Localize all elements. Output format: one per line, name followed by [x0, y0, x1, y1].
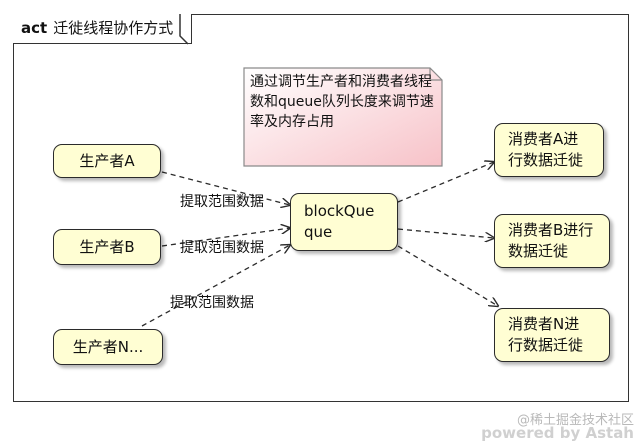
producer-a-node: 生产者A — [53, 144, 161, 178]
watermark-powered-by: powered by Astah — [481, 424, 634, 442]
frame-title-tab: act 迁徙线程协作方式 — [13, 14, 193, 44]
producer-b-label: 生产者B — [79, 237, 135, 256]
edge-label-producer-a: 提取范围数据 — [180, 194, 264, 210]
note-shape — [243, 67, 443, 167]
producer-a-label: 生产者A — [79, 151, 135, 170]
consumer-a-label-line2: 行数据迁徙 — [508, 151, 584, 169]
consumer-a-node: 消费者A进 行数据迁徙 — [494, 123, 604, 177]
frame-keyword: act — [21, 19, 48, 37]
edge-queue-consumer-n — [397, 245, 498, 306]
producer-n-label: 生产者N... — [72, 337, 144, 356]
edge-queue-consumer-a — [397, 162, 494, 203]
consumer-b-label-line1: 消费者B进行 — [508, 221, 594, 239]
queue-node: blockQue que — [290, 193, 398, 251]
frame-title: 迁徙线程协作方式 — [53, 19, 174, 37]
producer-b-node: 生产者B — [53, 229, 161, 265]
edge-producer-b-queue — [161, 228, 290, 247]
watermark-community: @稀土掘金技术社区 — [516, 413, 634, 428]
edge-producer-a-queue — [161, 171, 290, 205]
note-fold — [429, 68, 442, 81]
consumer-n-node: 消费者N进 行数据迁徙 — [494, 308, 610, 362]
edge-queue-consumer-b — [397, 228, 494, 238]
consumer-n-label-line1: 消费者N进 — [508, 315, 580, 333]
consumer-b-label-line2: 数据迁徙 — [508, 242, 569, 260]
tab-corner — [179, 14, 189, 45]
queue-label-line2: que — [304, 223, 333, 241]
edge-label-producer-n: 提取范围数据 — [170, 295, 254, 311]
consumer-b-node: 消费者B进行 数据迁徙 — [494, 214, 610, 268]
queue-label-line1: blockQue — [304, 202, 375, 220]
consumer-a-label-line1: 消费者A进 — [508, 130, 579, 148]
edge-label-producer-b: 提取范围数据 — [180, 240, 264, 256]
producer-n-node: 生产者N... — [53, 329, 163, 365]
note-text: 通过调节生产者和消费者线程数和queue队列长度来调节速率及内存占用 — [250, 74, 434, 130]
edge-producer-n-queue — [141, 245, 290, 327]
consumer-n-label-line2: 行数据迁徙 — [508, 336, 584, 354]
